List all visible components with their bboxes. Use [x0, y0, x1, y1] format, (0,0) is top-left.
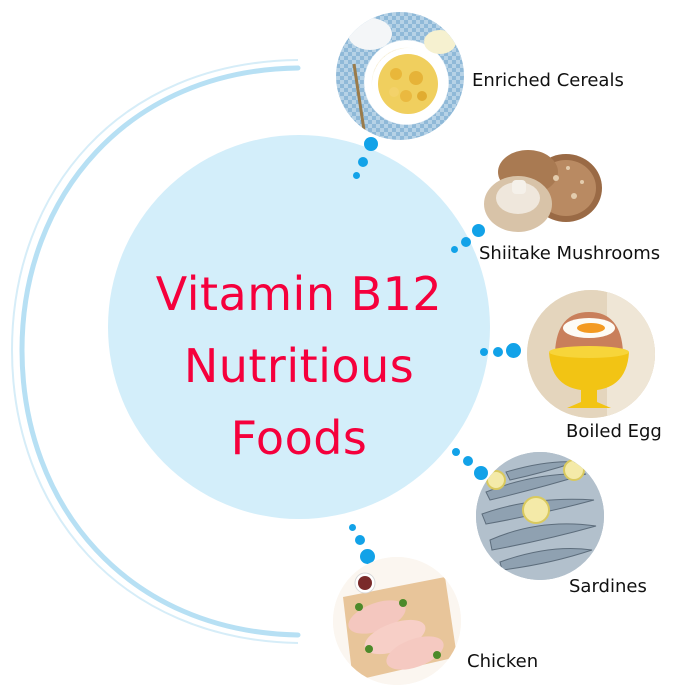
dot-icon [461, 237, 471, 247]
chicken-breast-image [333, 557, 461, 685]
center-title: Vitamin B12 Nutritious Foods [108, 258, 490, 474]
dot-icon [355, 535, 365, 545]
dot-icon [506, 343, 521, 358]
dot-icon [349, 524, 356, 531]
sardines-image [476, 452, 604, 580]
dot-icon [493, 347, 503, 357]
dot-icon [451, 246, 458, 253]
label-sardines: Sardines [569, 576, 647, 597]
dot-icon [358, 157, 368, 167]
title-line-3: Foods [230, 411, 368, 465]
title-line-1: Vitamin B12 [155, 267, 443, 321]
label-enriched-cereals: Enriched Cereals [472, 70, 624, 91]
dot-icon [472, 224, 485, 237]
dot-icon [463, 456, 473, 466]
dot-icon [364, 137, 378, 151]
dot-icon [480, 348, 488, 356]
dot-icon [452, 448, 460, 456]
dot-icon [353, 172, 360, 179]
cereal-bowl-image [336, 12, 464, 140]
title-line-2: Nutritious [183, 339, 415, 393]
boiled-egg-image [527, 290, 655, 418]
label-chicken: Chicken [467, 651, 539, 672]
dot-icon [360, 549, 375, 564]
label-shiitake-mushrooms: Shiitake Mushrooms [479, 243, 661, 264]
mushrooms-image [478, 138, 608, 238]
label-boiled-egg: Boiled Egg [566, 421, 662, 442]
dot-icon [474, 466, 488, 480]
center-circle [108, 135, 490, 519]
